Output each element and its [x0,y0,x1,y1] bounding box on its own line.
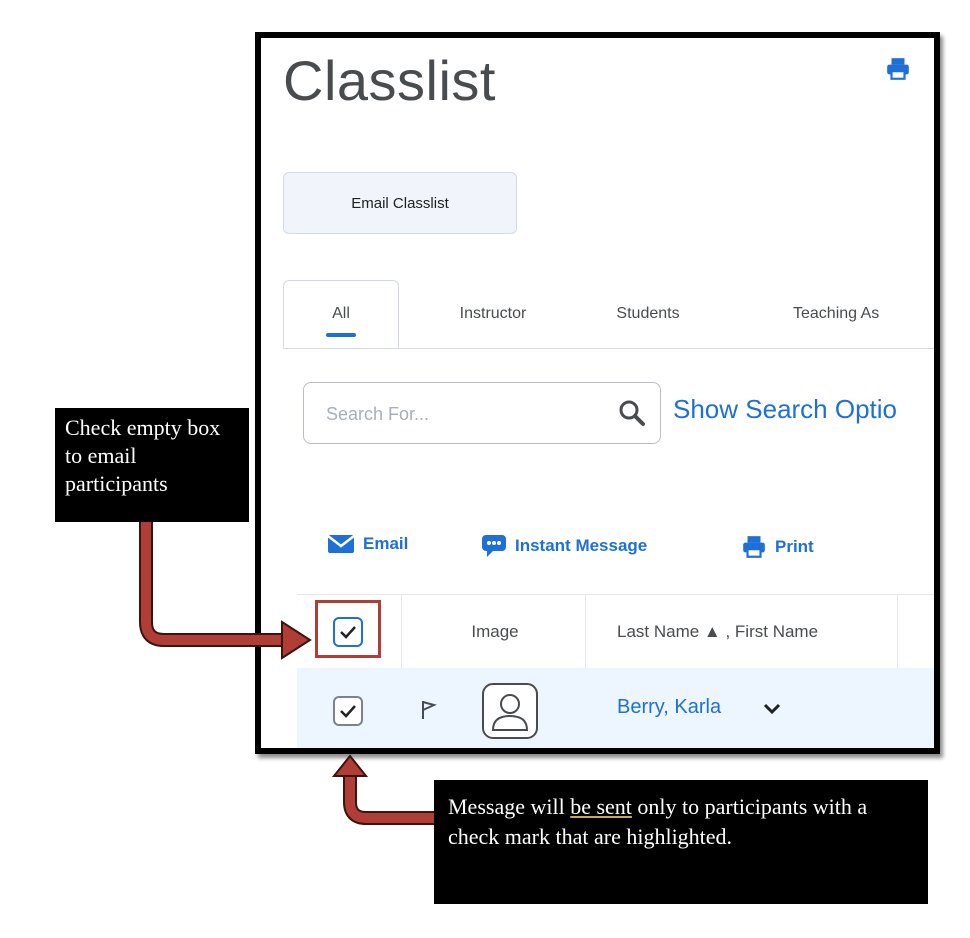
search-icon[interactable] [616,397,648,429]
arrow-head [281,620,312,660]
show-search-options-link[interactable]: Show Search Optio [673,394,898,424]
email-button[interactable]: Email [327,534,408,554]
callout-bottom-text-3: only to participants with a check mark t… [448,794,868,849]
printer-icon[interactable] [885,56,911,89]
select-all-highlight [315,600,381,658]
callout-message-note: Message will be sent only to participant… [434,780,928,904]
tab-instructor[interactable]: Instructor [423,280,563,348]
chat-icon [482,535,506,557]
tab-students[interactable]: Students [583,280,713,348]
printer-icon [743,536,765,558]
tab-all[interactable]: All [283,280,399,348]
instant-message-button[interactable]: Instant Message [481,534,647,558]
tab-teaching-assistant[interactable]: Teaching As [793,280,934,348]
role-tabs: All Instructor Students Teaching As [283,280,934,349]
print-button-label: Print [775,537,814,556]
user-avatar-icon [481,682,539,745]
email-icon [327,535,355,553]
page-title: Classlist [283,49,496,112]
tab-teaching-assistant-label: Teaching As [793,305,880,322]
select-all-checkbox[interactable] [333,617,363,647]
chevron-down-icon[interactable] [763,702,781,721]
search-input[interactable] [324,399,588,429]
checkmark-icon [340,705,356,718]
print-button[interactable]: Print [741,534,814,560]
classlist-screenshot-frame: Classlist Email Classlist All Instructor… [255,32,940,754]
tab-all-label: All [332,305,350,322]
checkmark-icon [340,626,356,639]
email-classlist-button[interactable]: Email Classlist [283,172,517,234]
callout-bottom-text-1: Message will [448,794,571,819]
search-box [303,382,661,444]
callout-check-box-note: Check empty box to email participants [55,408,249,522]
table-row: Berry, Karla [297,668,934,748]
instant-message-button-label: Instant Message [515,536,648,555]
email-button-label: Email [363,534,409,553]
row-select-checkbox[interactable] [333,696,363,726]
arrow-head [331,754,369,777]
flag-icon[interactable] [421,700,437,725]
callout-left-text: Check empty box to email participants [65,415,221,496]
name-column-header[interactable]: Last Name ▲ , First Name [617,622,819,641]
tab-students-label: Students [616,305,680,322]
tab-instructor-label: Instructor [459,305,527,322]
participant-name-link[interactable]: Berry, Karla [617,696,722,718]
image-column-header: Image [471,622,519,641]
active-tab-indicator [326,333,356,337]
callout-bottom-text-2: be sent [570,794,632,819]
